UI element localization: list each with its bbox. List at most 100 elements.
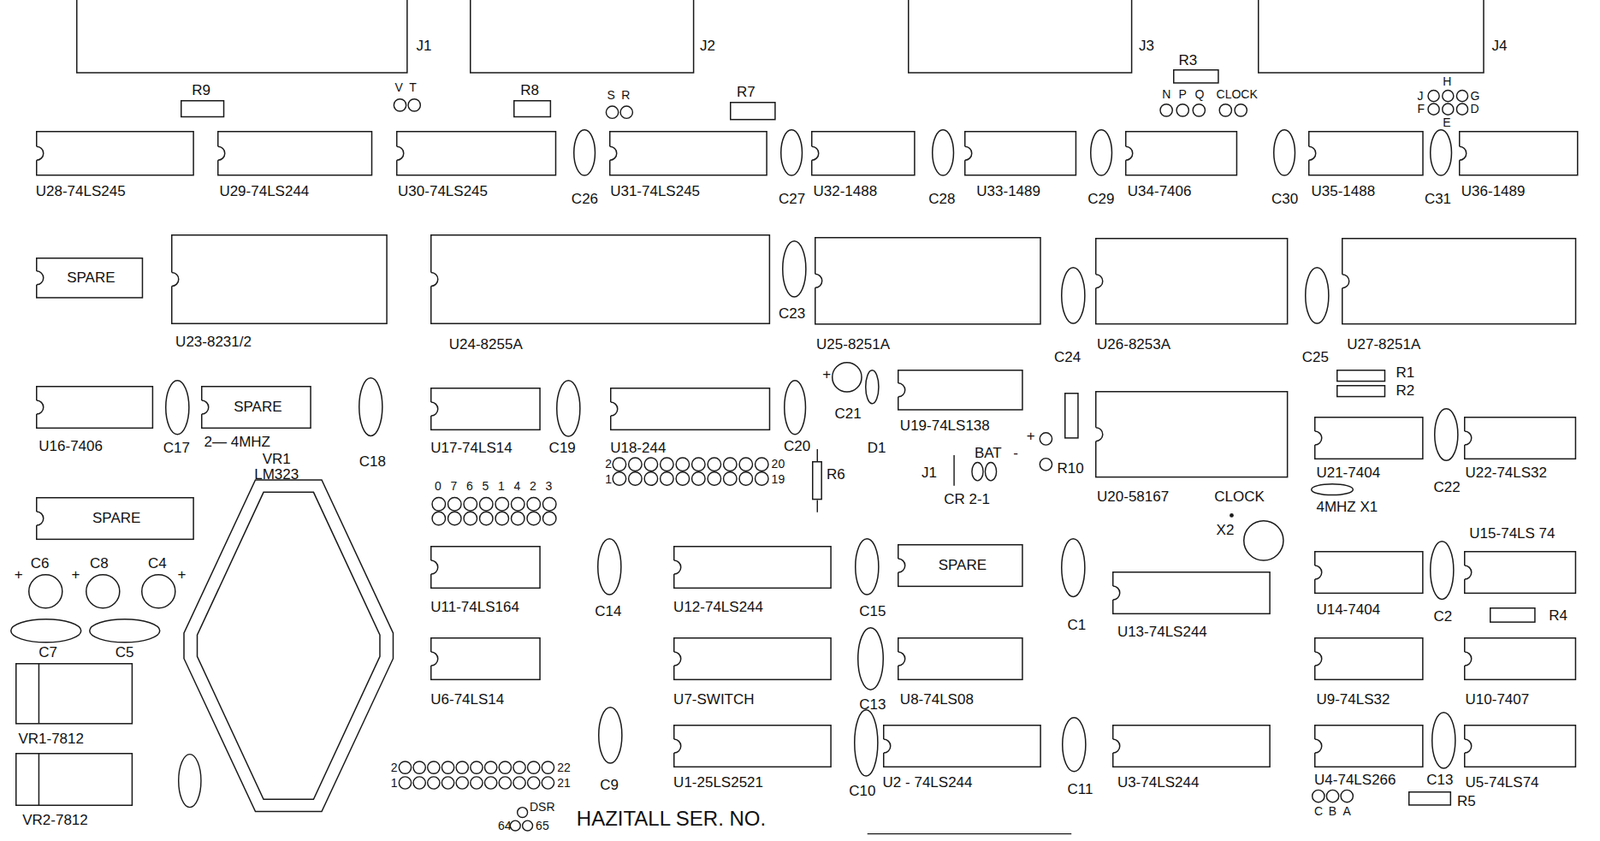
capacitor-symbol: C18 xyxy=(358,377,384,437)
part-label: SPARE xyxy=(92,510,141,526)
resistor-symbol: R2 xyxy=(1336,385,1386,398)
capacitor-symbol: C2 xyxy=(1429,540,1455,600)
part-label: U26-8253A xyxy=(1096,337,1171,352)
ic-outline: U30-74LS245 xyxy=(396,130,557,176)
resistor-symbol xyxy=(1336,369,1386,382)
capacitor-symbol xyxy=(1429,129,1452,177)
round-component xyxy=(85,574,121,610)
regulator-outline xyxy=(15,663,133,725)
ic-outline xyxy=(396,130,557,176)
jumper-line xyxy=(953,455,955,486)
capacitor-symbol: C7 xyxy=(10,618,82,644)
capacitor-symbol xyxy=(1434,408,1459,462)
capacitor-symbol xyxy=(358,377,384,437)
silkscreen-label: 0 xyxy=(434,480,442,492)
ic-outline xyxy=(1314,724,1424,768)
ic-outline xyxy=(1314,416,1424,460)
silkscreen-label: + xyxy=(71,567,80,582)
capacitor-symbol xyxy=(780,129,803,177)
header-pin xyxy=(542,497,557,512)
ic-outline: U27-8251A xyxy=(1341,237,1577,325)
pad xyxy=(1219,104,1232,117)
regulator-outline: VR1 LM323 xyxy=(183,480,393,812)
header-pin xyxy=(723,472,738,486)
round-component xyxy=(28,574,64,610)
part-label: C17 xyxy=(163,440,190,456)
resistor-symbol xyxy=(1489,607,1536,623)
capacitor-symbol xyxy=(857,627,884,691)
spare-socket: SPARE xyxy=(35,497,195,540)
capacitor-symbol xyxy=(1273,129,1296,177)
capacitor-symbol xyxy=(1090,129,1113,177)
capacitor-symbol: C13 xyxy=(857,627,884,691)
ic-outline xyxy=(35,385,154,429)
ic-outline xyxy=(882,724,1042,768)
part-label: C6 xyxy=(30,556,50,571)
part-label: U15-74LS 74 xyxy=(1469,526,1555,541)
ic-outline xyxy=(610,387,771,431)
header-pin xyxy=(707,457,722,472)
part-label: U22-74LS32 xyxy=(1465,465,1547,480)
capacitor-symbol xyxy=(931,129,955,177)
part-label: C8 xyxy=(89,556,109,571)
part-label: U35-1488 xyxy=(1310,183,1375,199)
capacitor-symbol xyxy=(1060,538,1086,598)
part-label: C27 xyxy=(778,191,806,207)
ic-outline: U32-1488 xyxy=(811,130,916,176)
part-label: C13 xyxy=(859,697,886,712)
part-label: C20 xyxy=(783,438,811,454)
part-label: U33-1489 xyxy=(976,183,1041,199)
header-pin xyxy=(498,776,511,789)
header-pin xyxy=(675,457,690,472)
capacitor-symbol xyxy=(178,754,202,808)
ic-outline: U10-7407 xyxy=(1463,637,1577,681)
ic-outline: U28-74LS245 xyxy=(35,130,195,176)
part-label: C15 xyxy=(859,604,886,619)
crystal-symbol: 4MHZ X1 xyxy=(1310,483,1354,496)
header-pin xyxy=(527,497,541,512)
capacitor-symbol xyxy=(782,240,807,298)
part-label: U1-25LS2521 xyxy=(673,775,764,790)
capacitor-symbol xyxy=(1061,717,1087,772)
capacitor-symbol: C17 xyxy=(165,379,190,435)
part-label: U11-74LS164 xyxy=(430,599,520,615)
silkscreen-label: 6 xyxy=(466,480,474,492)
silkscreen-label: V xyxy=(395,81,403,94)
silkscreen-label: B xyxy=(1328,805,1337,818)
header-pin xyxy=(463,511,478,526)
part-label: U19-74LS138 xyxy=(900,418,990,433)
header-pin xyxy=(527,511,541,526)
part-label: 2— 4MHZ xyxy=(204,434,271,450)
capacitor-symbol xyxy=(865,369,880,405)
round-component: C8 xyxy=(85,574,121,610)
capacitor-symbol: C1 xyxy=(1060,538,1086,598)
ic-outline xyxy=(814,237,1042,326)
ic-outline xyxy=(1095,391,1288,478)
capacitor-symbol xyxy=(1431,711,1457,770)
resistor-symbol: R1 xyxy=(1336,369,1386,382)
header-pin xyxy=(470,761,483,774)
header-pin xyxy=(413,761,426,774)
ic-outline xyxy=(1314,637,1424,681)
part-label: R7 xyxy=(736,84,756,100)
ic-outline: U17-74LS14 xyxy=(430,387,541,431)
spare-socket: SPARE xyxy=(897,544,1024,587)
capacitor-symbol xyxy=(10,618,82,644)
part-label: U30-74LS245 xyxy=(397,183,488,199)
ic-outline xyxy=(673,637,832,681)
ic-outline xyxy=(1314,551,1424,594)
ic-outline xyxy=(811,130,916,176)
part-label: C14 xyxy=(594,604,622,619)
capacitor-symbol: C9 xyxy=(598,706,623,765)
part-label: R5 xyxy=(1457,794,1476,809)
ic-outline xyxy=(1463,724,1577,768)
silkscreen-label: + xyxy=(1026,428,1036,444)
header-pin xyxy=(448,497,463,512)
part-label: C2 xyxy=(1434,609,1453,624)
part-label: R6 xyxy=(826,467,846,482)
capacitor-symbol: C10 xyxy=(853,709,879,777)
part-label: U10-7407 xyxy=(1465,692,1530,707)
capacitor-symbol xyxy=(1429,540,1455,600)
silkscreen-label: H xyxy=(1442,75,1452,88)
ic-outline: U14-7404 xyxy=(1314,551,1424,594)
